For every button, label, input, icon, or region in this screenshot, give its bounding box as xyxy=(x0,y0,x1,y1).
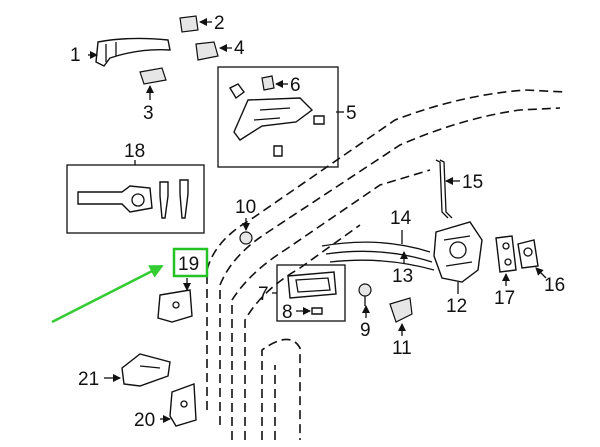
callout-16[interactable]: 16 xyxy=(544,275,565,296)
frame-assembly-box xyxy=(217,66,339,168)
door-frame-outline xyxy=(206,89,566,440)
lower-hinge xyxy=(169,383,197,427)
grommet xyxy=(239,231,253,245)
handle-pad xyxy=(195,41,219,61)
lock-cylinder-set xyxy=(77,179,189,219)
lock-rod xyxy=(435,159,453,219)
door-pad xyxy=(389,297,413,323)
callout-2[interactable]: 2 xyxy=(214,13,225,34)
callout-8[interactable]: 8 xyxy=(282,302,293,323)
screw xyxy=(358,283,372,306)
callout-21[interactable]: 21 xyxy=(78,369,99,390)
handle-bezel xyxy=(139,67,167,85)
outside-handle xyxy=(95,37,171,67)
callout-12[interactable]: 12 xyxy=(446,296,467,317)
callout-5[interactable]: 5 xyxy=(346,103,357,124)
callout-11[interactable]: 11 xyxy=(392,338,412,359)
callout-18[interactable]: 18 xyxy=(124,141,145,162)
callout-19-highlight xyxy=(172,247,209,278)
callout-7[interactable]: 7 xyxy=(258,284,269,305)
striker xyxy=(517,239,539,269)
handle-cap xyxy=(179,15,199,33)
lock-cables xyxy=(321,241,435,271)
callout-20[interactable]: 20 xyxy=(134,410,155,431)
inside-handle xyxy=(287,271,337,299)
callout-3[interactable]: 3 xyxy=(143,103,154,124)
callout-6[interactable]: 6 xyxy=(290,75,301,96)
door-lock-actuator xyxy=(433,221,483,283)
callout-14[interactable]: 14 xyxy=(390,208,412,229)
handle-screw xyxy=(311,307,323,315)
callout-13[interactable]: 13 xyxy=(392,266,413,287)
callout-4[interactable]: 4 xyxy=(234,38,245,59)
callout-10[interactable]: 10 xyxy=(235,197,256,218)
callout-1[interactable]: 1 xyxy=(70,45,81,66)
pointer-arrow xyxy=(51,264,164,324)
callout-15[interactable]: 15 xyxy=(462,172,483,193)
frame-assembly xyxy=(229,75,325,157)
door-check xyxy=(121,353,171,387)
striker-plate xyxy=(495,235,517,273)
callout-17[interactable]: 17 xyxy=(494,288,515,309)
callout-19[interactable]: 19 xyxy=(178,254,199,275)
callout-9[interactable]: 9 xyxy=(360,320,371,341)
upper-hinge xyxy=(157,289,193,323)
